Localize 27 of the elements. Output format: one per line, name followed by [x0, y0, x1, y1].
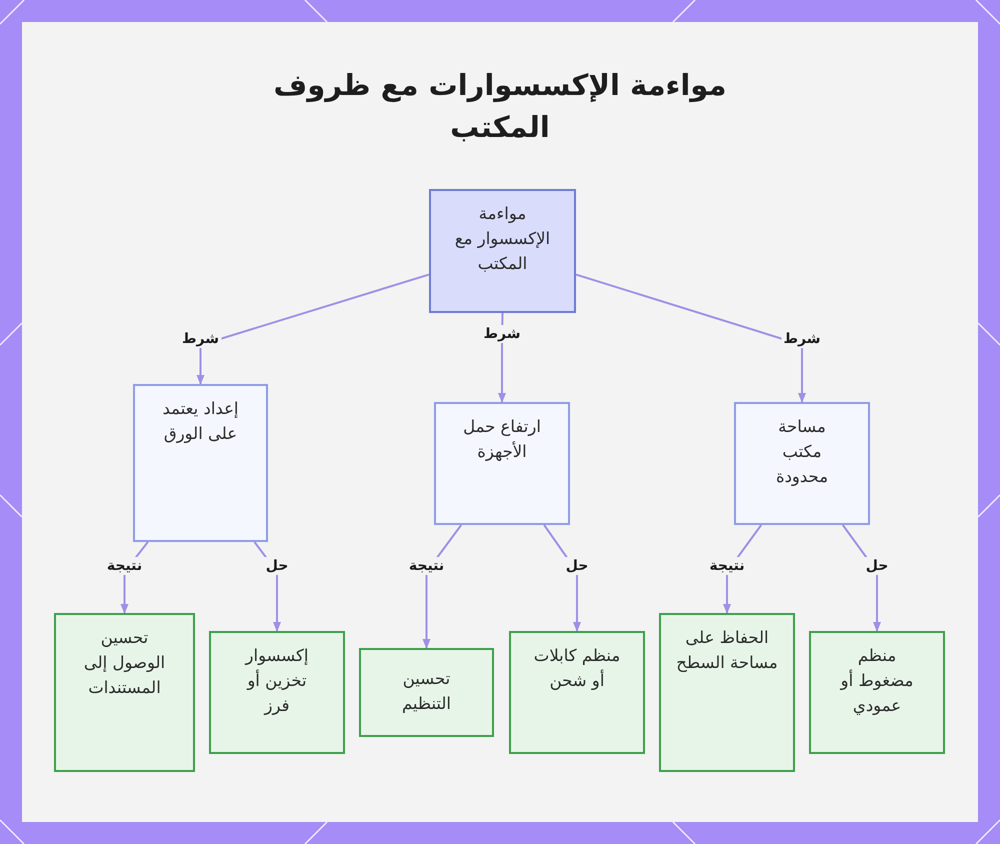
node-text: إكسسوار تخزين أو فرز — [244, 645, 310, 717]
edge-label: حل — [264, 557, 290, 575]
result-box — [209, 631, 345, 754]
node-text: منظم كابلات أو شحن — [532, 645, 622, 692]
edge-label: حل — [564, 557, 590, 575]
edge-label: حل — [864, 557, 890, 575]
result-box — [359, 648, 494, 737]
node-text: تحسين التنظيم — [400, 668, 452, 715]
condition-box — [434, 402, 570, 525]
connector — [196, 274, 430, 385]
connector — [576, 274, 806, 403]
edge-label: شرط — [180, 330, 222, 348]
topic-box — [429, 189, 576, 313]
result-box — [509, 631, 645, 754]
node-text: الحفاظ على مساحة السطح — [675, 627, 779, 674]
diagram-title: مواءمة الإكسسوارات مع ظروف المكتب — [272, 67, 728, 146]
node-text: مساحة مكتب محدودة — [774, 416, 830, 488]
node-text: مواءمة الإكسسوار مع المكتب — [454, 203, 552, 275]
result-box — [809, 631, 945, 754]
result-box — [54, 613, 195, 772]
condition-box — [734, 402, 870, 525]
node-text: ارتفاع حمل الأجهزة — [462, 416, 542, 463]
result-box — [659, 613, 795, 772]
node-text: منظم مضغوط أو عمودي — [839, 645, 914, 717]
condition-box — [133, 384, 268, 542]
node-text: تحسين الوصول إلى المستندات — [82, 627, 166, 699]
node-text: إعداد يعتمد على الورق — [162, 398, 240, 445]
